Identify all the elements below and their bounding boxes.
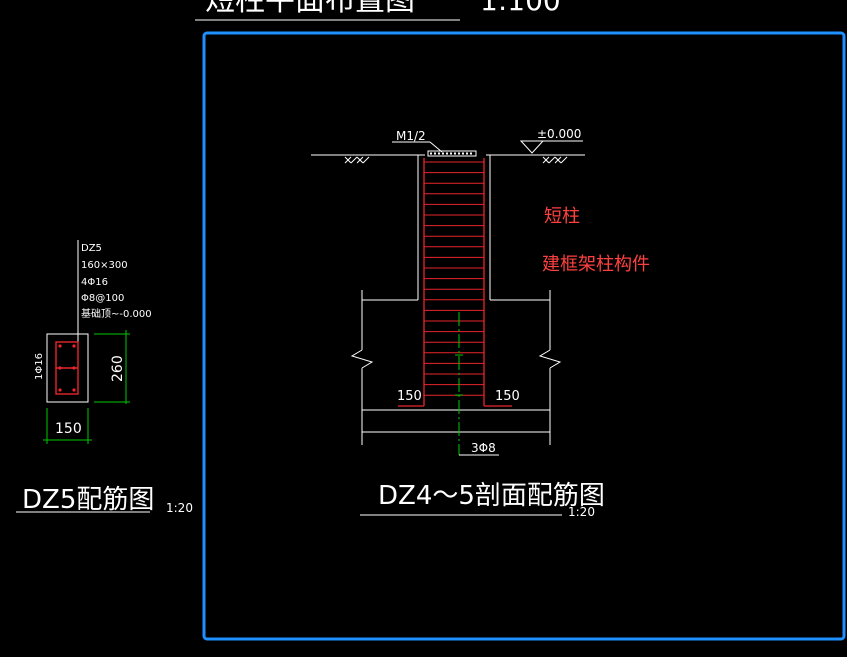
top-title: 短柱平面布置图 xyxy=(205,0,415,18)
dz4-5-scale: 1:20 xyxy=(568,505,595,519)
dz4-5-title: DZ4～5剖面配筋图 xyxy=(378,481,605,511)
dz5-section-drawing: DZ5 160×300 4Φ16 Φ8@100 基础顶~-0.000 1Φ16 … xyxy=(16,240,193,515)
bottom-bar-label: 3Φ8 xyxy=(471,441,496,455)
annotation-frame-column: 建框架柱构件 xyxy=(542,254,650,275)
embedded-plate xyxy=(427,150,477,157)
selection-frame[interactable] xyxy=(202,31,846,641)
dz5-dim-height: 260 xyxy=(110,355,126,382)
dz5-elevation: 基础顶~-0.000 xyxy=(81,307,152,320)
stirrup-set xyxy=(424,161,484,396)
dz5-dim-width: 150 xyxy=(55,421,82,437)
level-label: ±0.000 xyxy=(537,127,581,141)
dz5-bar-6 xyxy=(72,366,76,370)
top-title-scale: 1:100 xyxy=(480,0,561,17)
dz5-side-bar: 1Φ16 xyxy=(34,353,45,380)
break-mark-left xyxy=(350,349,374,369)
dz5-bar-5 xyxy=(58,366,62,370)
dz5-stirrup: Φ8@100 xyxy=(81,293,124,304)
dz5-scale: 1:20 xyxy=(166,501,193,515)
plate-leader-2 xyxy=(429,141,443,153)
dz5-size: 160×300 xyxy=(81,260,128,271)
dz5-title: DZ5配筋图 xyxy=(22,485,154,515)
dz5-bar-1 xyxy=(58,344,62,348)
left-offset-label: 150 xyxy=(397,389,422,404)
break-mark-right xyxy=(538,349,562,369)
right-offset-label: 150 xyxy=(495,389,520,404)
dz5-column-outline xyxy=(46,333,89,403)
earth-hatch-left xyxy=(344,156,370,164)
dz5-main-bar: 4Φ16 xyxy=(81,277,108,288)
plate-label: M1/2 xyxy=(396,129,426,143)
level-triangle xyxy=(519,140,545,154)
earth-hatch-right xyxy=(542,156,568,164)
annotation-short-column: 短柱 xyxy=(544,206,580,227)
dz5-bar-2 xyxy=(72,344,76,348)
dz5-bar-3 xyxy=(58,388,62,392)
dz5-tag: DZ5 xyxy=(81,243,102,254)
dz4-5-section-drawing: M1/2 ±0.000 150 150 3Φ8 xyxy=(311,127,605,519)
dz5-bar-4 xyxy=(72,388,76,392)
